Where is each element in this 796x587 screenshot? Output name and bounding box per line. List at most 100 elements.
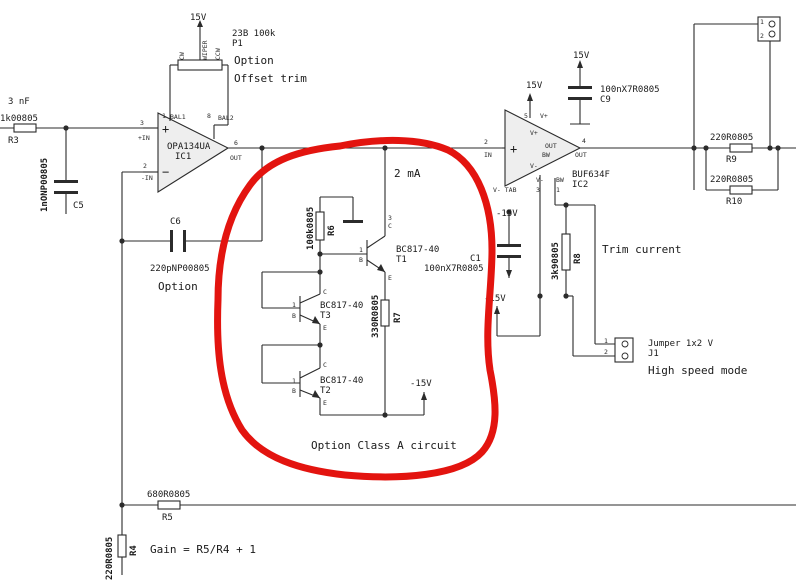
gain-formula: Gain = R5/R4 + 1: [150, 543, 256, 556]
ic2-pin4: 4: [582, 137, 586, 145]
ic1-bal1: BAL1: [170, 113, 186, 121]
c6-value: 220pNP00805: [150, 264, 210, 274]
neg15-supply-c: -15V: [484, 294, 506, 314]
r10-ref: R10: [726, 197, 742, 207]
c6-ref: C6: [170, 217, 181, 227]
c9-supply: 15V: [573, 51, 590, 61]
capacitor-c5: 1nONP00805 C5: [40, 158, 84, 212]
conn-pin1: 1: [760, 18, 764, 26]
capacitor-c1: -15V C1 100nX7R0805: [424, 209, 521, 278]
class-a-circuit: 2 mA 100k0805 R6 1 B 3 C E BC817-40 T1 3…: [292, 167, 457, 452]
c5-value: 1nONP00805: [40, 158, 50, 212]
r8-value: 3k90805: [551, 242, 561, 280]
j1-ref: J1: [648, 349, 659, 359]
c6-option: Option: [158, 280, 198, 293]
class-a-label: Option Class A circuit: [311, 439, 457, 452]
t2-pin-e: E: [323, 399, 327, 407]
ic2-supply: 15V: [526, 81, 543, 91]
j1-pin1: 1: [604, 337, 608, 345]
high-speed-label: High speed mode: [648, 364, 747, 377]
ic2-plus: +: [510, 142, 517, 156]
p1-supply: 15V: [190, 13, 207, 23]
ic2-vp-pin: V+: [540, 112, 548, 120]
p1-ccw-pin: CCW: [214, 48, 222, 60]
resistor-r10: 220R0805 R10: [710, 175, 753, 207]
wires: [0, 23, 796, 575]
c9-ref: C9: [600, 95, 611, 105]
t1-name: BC817-40: [396, 245, 439, 255]
resistor-r9: 220R0805 R9: [710, 133, 753, 165]
t2-pin-b: B: [292, 387, 296, 395]
j1-name: Jumper 1x2 V: [648, 339, 714, 349]
c1-value: 100nX7R0805: [424, 264, 484, 274]
ic2-pin2: 2: [484, 138, 488, 146]
r6-value: 100k0805: [306, 207, 316, 250]
r4-value: 220R0805: [105, 537, 115, 580]
ic1-plus: +: [162, 122, 169, 136]
neg15-b: -15V: [496, 209, 518, 219]
t2-name: BC817-40: [320, 376, 363, 386]
r5-value: 680R0805: [147, 490, 190, 500]
t2-ref: T2: [320, 386, 331, 396]
resistor-r3: 3 nF 1k00805 R3: [0, 97, 38, 146]
ic1-pin6: 6: [234, 139, 238, 147]
red-highlight-loop: [214, 136, 499, 481]
t3-name: BC817-40: [320, 301, 363, 311]
t2-pin-c: C: [323, 361, 327, 369]
ic1-ref: IC1: [175, 152, 191, 162]
r4-ref: R4: [129, 545, 139, 556]
resistor-r4: 220R0805 R4 Gain = R5/R4 + 1: [105, 534, 256, 580]
ic1-bal2: BAL2: [218, 114, 234, 122]
r5-ref: R5: [162, 513, 173, 523]
c9-value: 100nX7R0805: [600, 85, 660, 95]
opamp-ic1: + − BAL1 BAL2 1 8 +IN -IN 3 2 OPA134UA I…: [138, 112, 242, 193]
capacitor-c9: 15V 100nX7R0805 C9: [568, 51, 660, 125]
t3-ref: T3: [320, 311, 331, 321]
j1-pin2: 2: [604, 348, 608, 356]
capacitor-c6: C6 220pNP00805 Option: [150, 217, 210, 293]
ic2-vp-inner: V+: [530, 129, 538, 137]
ic2-out-inner: OUT: [545, 142, 557, 150]
ic1-out: OUT: [230, 154, 242, 162]
ic2-pin3: 3: [536, 186, 540, 194]
t3-pin-c: C: [323, 288, 327, 296]
t1-pin1: 1: [359, 246, 363, 254]
ic1-name: OPA134UA: [167, 142, 211, 152]
neg15-c: -15V: [484, 294, 506, 304]
c1-ref: C1: [470, 254, 481, 264]
t3-pin-b: B: [292, 312, 296, 320]
junction-dots: [63, 125, 781, 508]
resistor-r5: 680R0805 R5: [147, 490, 190, 523]
t3-pin1: 1: [292, 301, 296, 309]
r9-value: 220R0805: [710, 133, 753, 143]
buffer-ic2: + 2 IN V+ V- OUT BW V+ 5 4 OUT V- TAB V-…: [484, 81, 610, 194]
p1-cw-pin: CW: [178, 52, 186, 60]
conn-pin2: 2: [760, 32, 764, 40]
offset-label-1: Option: [234, 54, 274, 67]
ic2-bw-pin: BW: [556, 176, 564, 184]
r7-value: 330R0805: [371, 295, 381, 338]
connector-top-right: 1 2: [757, 16, 781, 42]
r9-ref: R9: [726, 155, 737, 165]
resistor-r8: 3k90805 R8 Trim current: [551, 233, 681, 280]
ic2-in: IN: [484, 151, 492, 159]
p1-value: 23B 100k: [232, 29, 276, 39]
t1-pin-e: E: [388, 274, 392, 282]
ic1-pin1: 1: [162, 112, 166, 120]
r6-ref: R6: [327, 225, 337, 236]
ic2-pin5: 5: [524, 112, 528, 120]
ic2-vn-pin: V-: [536, 176, 544, 184]
t2-pin1: 1: [292, 377, 296, 385]
c-top-left-label: 3 nF: [8, 97, 30, 107]
ic1-in-plus: +IN: [138, 134, 150, 142]
ic1-pin8: 8: [207, 112, 211, 120]
current-label: 2 mA: [394, 167, 421, 180]
ic2-ref: IC2: [572, 180, 588, 190]
ic1-minus: −: [162, 165, 169, 179]
ic2-bw-inner: BW: [542, 151, 550, 159]
ic2-out: OUT: [575, 151, 587, 159]
p1-wiper-pin: WIPER: [201, 40, 209, 60]
jumper-j1: 1 2 Jumper 1x2 V J1 High speed mode: [604, 337, 747, 377]
t3-pin-e: E: [323, 324, 327, 332]
